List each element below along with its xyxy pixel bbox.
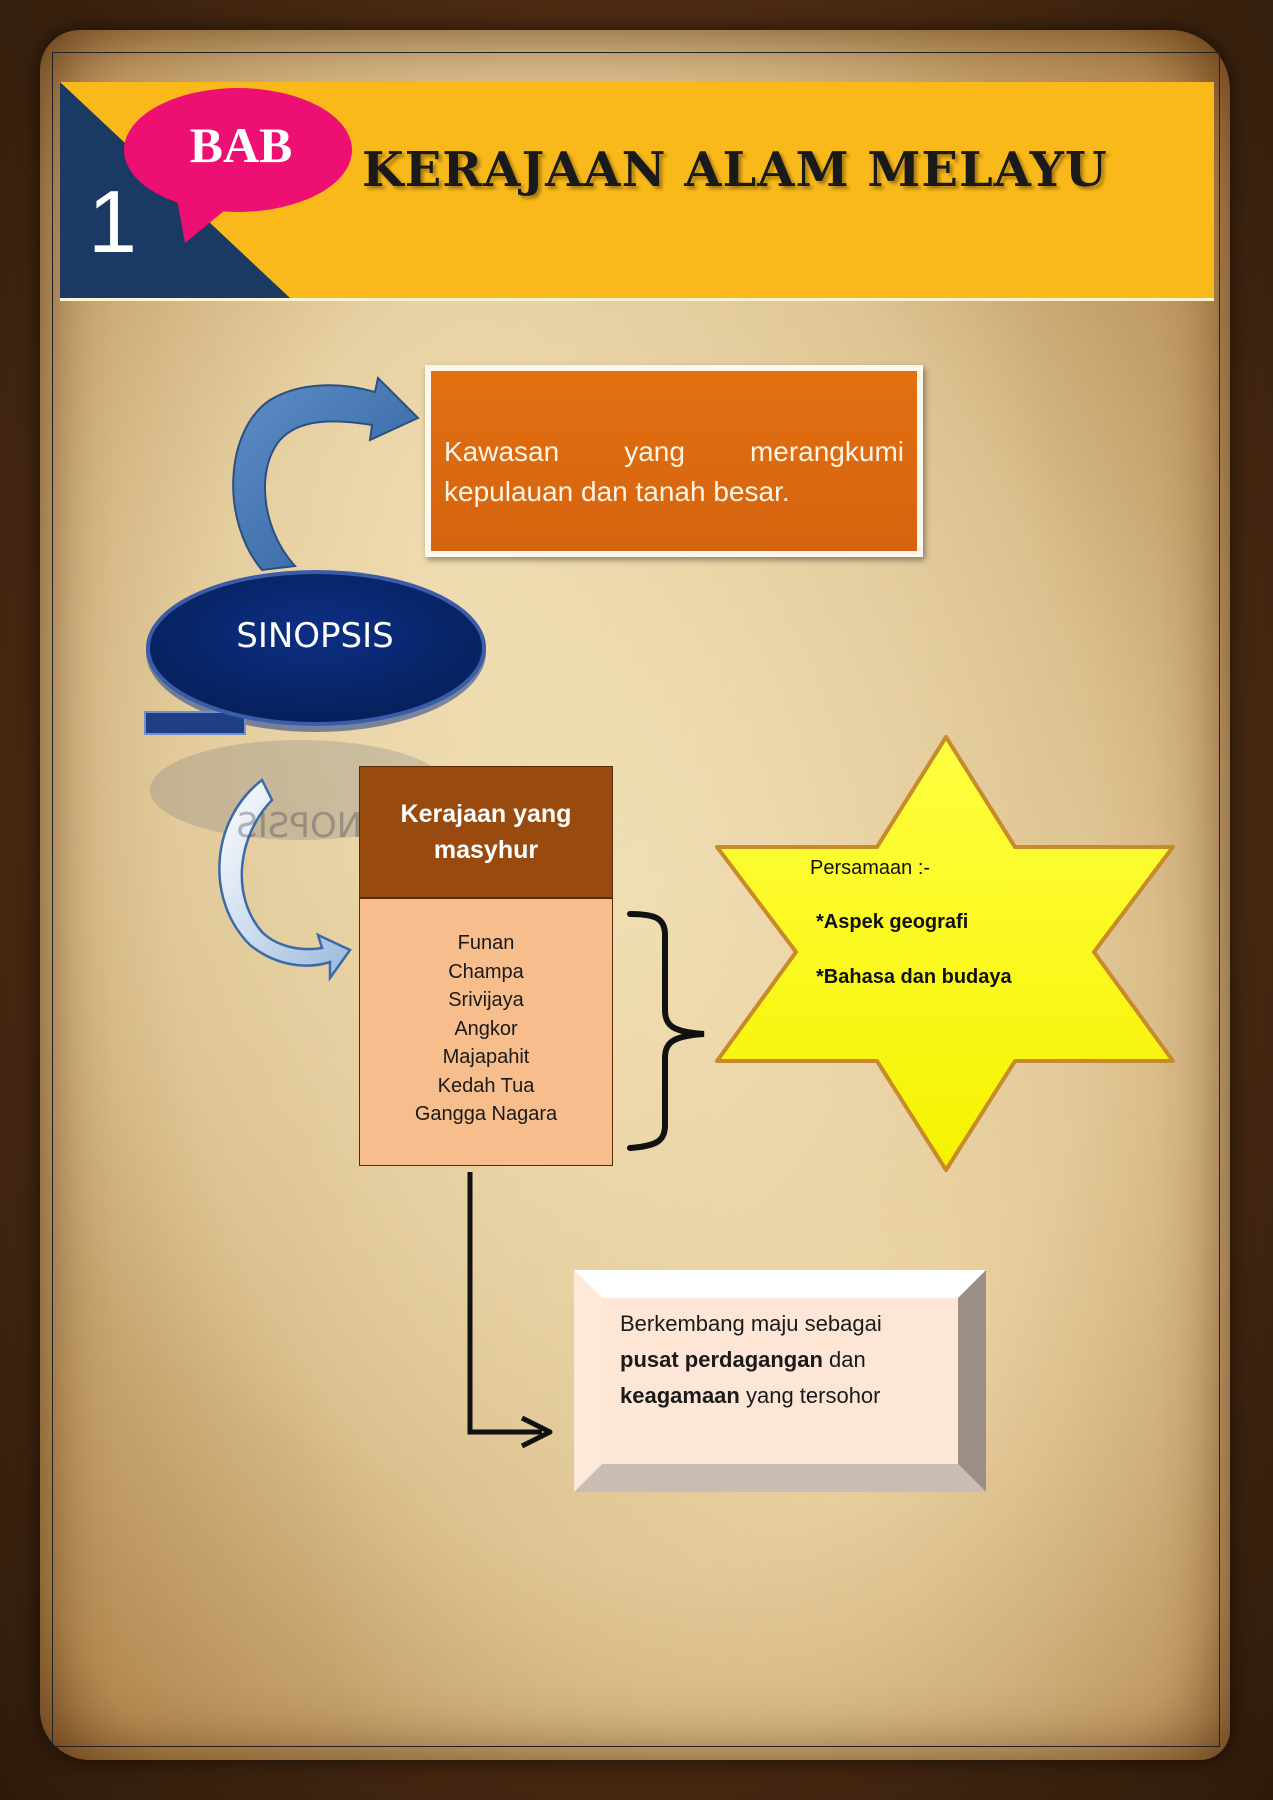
- kingdoms-heading: Kerajaan yang masyhur: [400, 800, 572, 864]
- chapter-number: 1: [88, 172, 137, 271]
- chapter-label: BAB: [189, 117, 293, 173]
- kingdoms-heading-box: Kerajaan yang masyhur: [359, 766, 613, 898]
- list-item: Majapahit: [442, 1046, 530, 1068]
- list-item: Champa: [448, 960, 524, 983]
- development-bold: pusat perdagangan: [620, 1347, 823, 1372]
- list-item: Gangga Nagara: [414, 1103, 558, 1125]
- arrowhead-right-icon: [520, 1415, 553, 1449]
- curly-bracket-icon: [627, 911, 705, 1151]
- list-item: Angkor: [454, 1017, 518, 1040]
- kingdoms-list: Funan Champa Srivijaya Angkor Majapahit …: [359, 898, 613, 1166]
- sinopsis-label: SINOPSIS: [236, 616, 394, 656]
- sinopsis-oval: [146, 570, 486, 726]
- definition-text: Kawasan yang merangkumi kepulauan dan ta…: [444, 436, 904, 507]
- curved-arrow-up-icon: [232, 375, 420, 572]
- development-part: Berkembang maju sebagai: [620, 1311, 882, 1336]
- star-shape: [715, 735, 1175, 1172]
- page-title: KERAJAAN ALAM MELAYU: [362, 142, 1108, 198]
- page-border: [52, 52, 1220, 1747]
- development-text: Berkembang maju sebagai pusat perdaganga…: [620, 1306, 940, 1414]
- definition-box: [425, 365, 923, 557]
- list-item: Srivijaya: [448, 989, 524, 1011]
- similarity-point: *Aspek geografi: [816, 911, 969, 933]
- speech-bubble-icon: [124, 88, 352, 243]
- list-item: Kedah Tua: [437, 1074, 535, 1097]
- curved-arrow-down-icon: [218, 778, 352, 982]
- bevel-box: [574, 1270, 986, 1492]
- list-item: Funan: [457, 932, 515, 954]
- development-part: yang tersohor: [739, 1383, 881, 1408]
- similarity-point: *Bahasa dan budaya: [816, 966, 1012, 988]
- development-part: dan: [822, 1347, 866, 1372]
- elbow-connector: [467, 1172, 542, 1435]
- similarities-heading: Persamaan :-: [810, 857, 931, 879]
- development-bold: keagamaan: [620, 1383, 740, 1408]
